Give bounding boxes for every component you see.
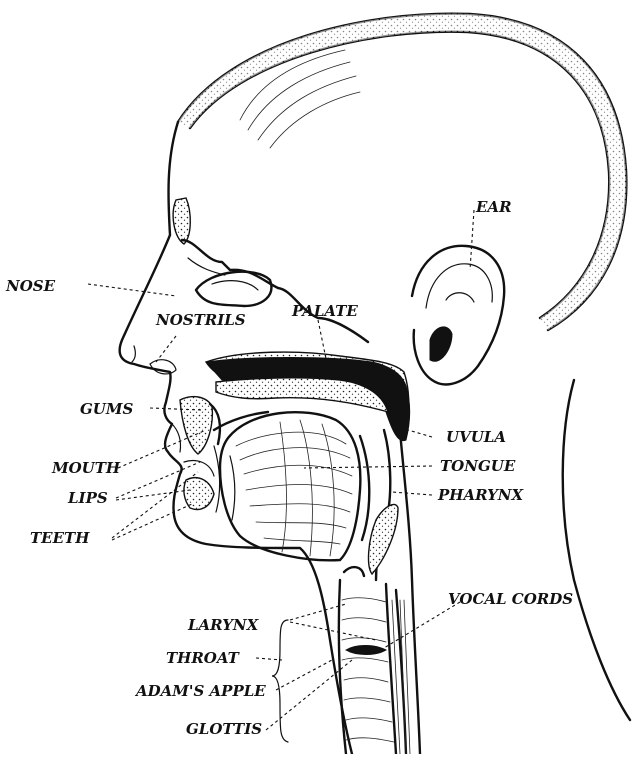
label-adams-apple: ADAM'S APPLE <box>134 682 266 700</box>
label-gums: GUMS <box>80 400 133 418</box>
palate <box>206 352 410 441</box>
label-tongue: TONGUE <box>440 457 516 475</box>
label-nostrils: NOSTRILS <box>155 311 246 329</box>
throat-brace <box>272 620 288 742</box>
neck-outline <box>398 380 630 754</box>
label-uvula: UVULA <box>446 428 506 446</box>
label-vocal-cords: VOCAL CORDS <box>448 590 573 608</box>
ear <box>412 246 504 385</box>
label-pharynx: PHARYNX <box>437 486 525 504</box>
label-mouth: MOUTH <box>51 459 121 477</box>
label-teeth: TEETH <box>30 529 90 547</box>
skull <box>173 14 626 330</box>
label-lips: LIPS <box>67 489 108 507</box>
face-profile <box>120 122 368 754</box>
label-nose: NOSE <box>5 277 56 295</box>
label-ear: EAR <box>475 198 512 216</box>
pharynx-larynx <box>339 430 410 754</box>
label-throat: THROAT <box>166 649 241 667</box>
tongue <box>214 412 360 560</box>
label-larynx: LARYNX <box>187 616 260 634</box>
mouth-front <box>172 397 235 520</box>
label-glottis: GLOTTIS <box>186 720 262 738</box>
label-palate: PALATE <box>291 302 358 320</box>
